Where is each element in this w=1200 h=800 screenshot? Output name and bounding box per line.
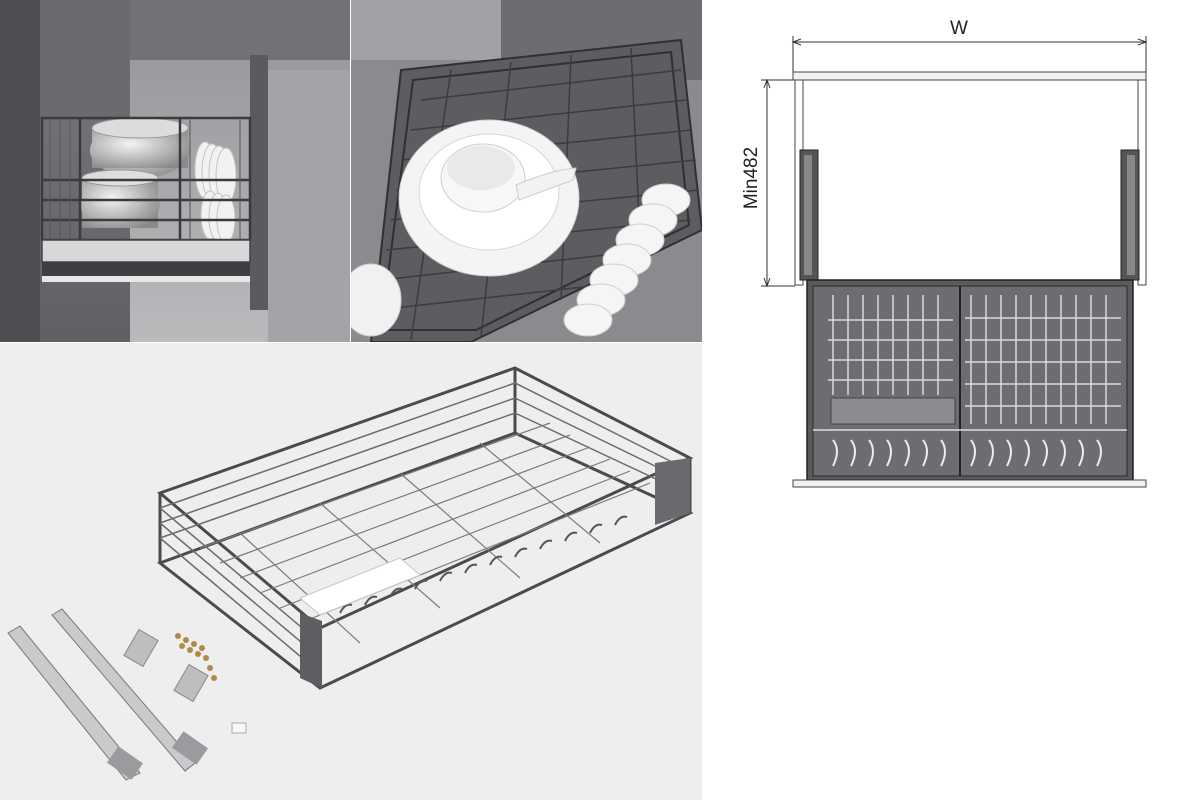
dimension-drawing: W Min482: [703, 0, 1200, 500]
height-dimension-label: Min482: [741, 147, 762, 209]
dimension-drawing-svg: W Min482: [741, 18, 1148, 488]
basket-kit-illustration: [0, 343, 702, 800]
dish-rack-illustration: [351, 0, 702, 342]
width-dimension-label: W: [950, 18, 968, 39]
photo-cabinet-drawer: [0, 0, 350, 342]
left-slide: [799, 149, 819, 281]
photo-dish-rack-closeup: [351, 0, 702, 342]
photo-basket-kit: [0, 343, 702, 800]
right-slide: [1120, 149, 1140, 281]
cabinet-drawer-illustration: [0, 0, 350, 342]
